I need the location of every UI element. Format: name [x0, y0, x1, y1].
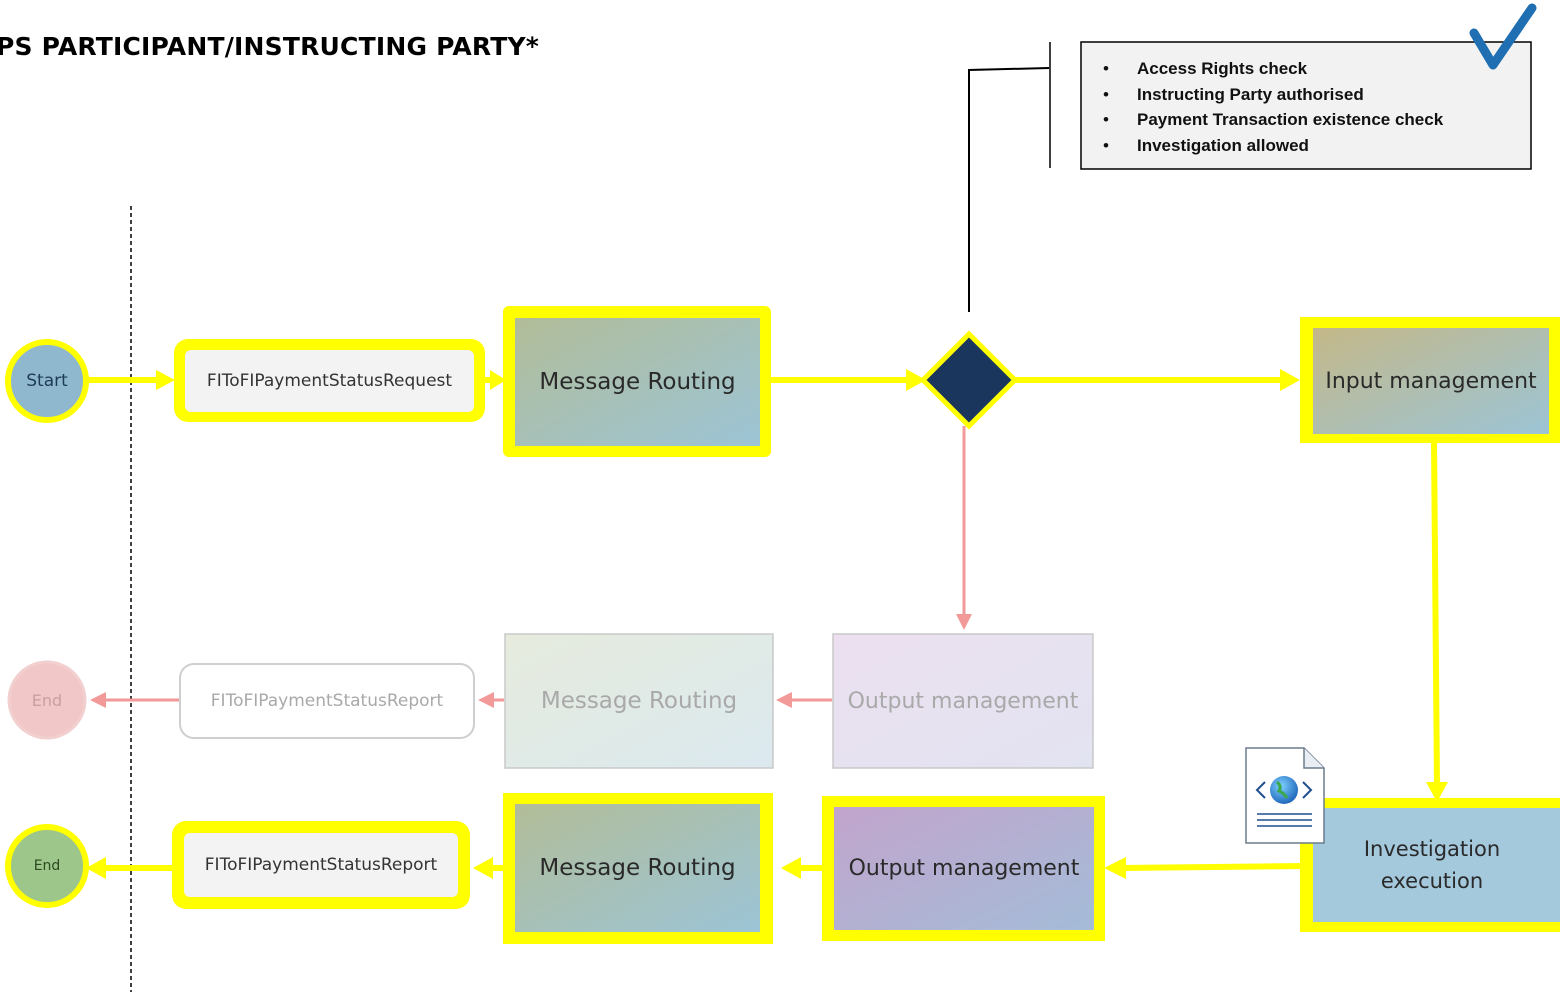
report-failure-box — [179, 663, 475, 739]
output-success-label: Output management — [848, 856, 1080, 881]
checklist-item: Investigation allowed — [1101, 133, 1521, 159]
routing-in-box — [515, 318, 760, 446]
success-arrowheads — [86, 369, 1448, 879]
output-failure-box — [832, 633, 1094, 769]
investigation-label: Investigation execution — [1363, 837, 1501, 893]
end-failure-event — [7, 660, 87, 740]
output-failure-label: Output management — [847, 688, 1079, 714]
input-management-label: Input management — [1325, 368, 1537, 394]
decision-gateway — [919, 330, 1019, 430]
report-success-box — [184, 833, 458, 897]
end-failure-label: End — [31, 690, 63, 710]
page-title: PS PARTICIPANT/INSTRUCTING PARTY* — [0, 32, 540, 61]
checklist-item: Payment Transaction existence check — [1101, 107, 1521, 133]
routing-out-success-box — [515, 804, 760, 932]
end-success-event — [5, 824, 89, 908]
routing-out-success-label: Message Routing — [539, 855, 736, 881]
start-event — [5, 339, 89, 423]
input-management-box — [1313, 328, 1549, 434]
start-label: Start — [26, 371, 68, 391]
request-message-box — [185, 350, 474, 412]
xml-document-icon — [1245, 747, 1325, 844]
checklist: Access Rights check Instructing Party au… — [1081, 42, 1531, 169]
checklist-item: Instructing Party authorised — [1101, 82, 1521, 108]
routing-in-label: Message Routing — [539, 369, 736, 395]
investigation-box — [1313, 808, 1560, 922]
request-message-label: FIToFIPaymentStatusRequest — [206, 371, 453, 391]
checklist-item: Access Rights check — [1101, 56, 1521, 82]
annotation-connector — [968, 67, 1050, 312]
routing-out-failure-label: Message Routing — [540, 688, 738, 714]
failure-arrowheads — [90, 614, 972, 708]
report-failure-label: FIToFIPaymentStatusReport — [210, 691, 444, 711]
report-success-label: FIToFIPaymentStatusReport — [204, 855, 438, 875]
routing-out-failure-box — [504, 633, 774, 769]
output-success-box — [834, 807, 1094, 930]
end-success-label: End — [33, 858, 61, 874]
success-flow — [88, 377, 1440, 871]
